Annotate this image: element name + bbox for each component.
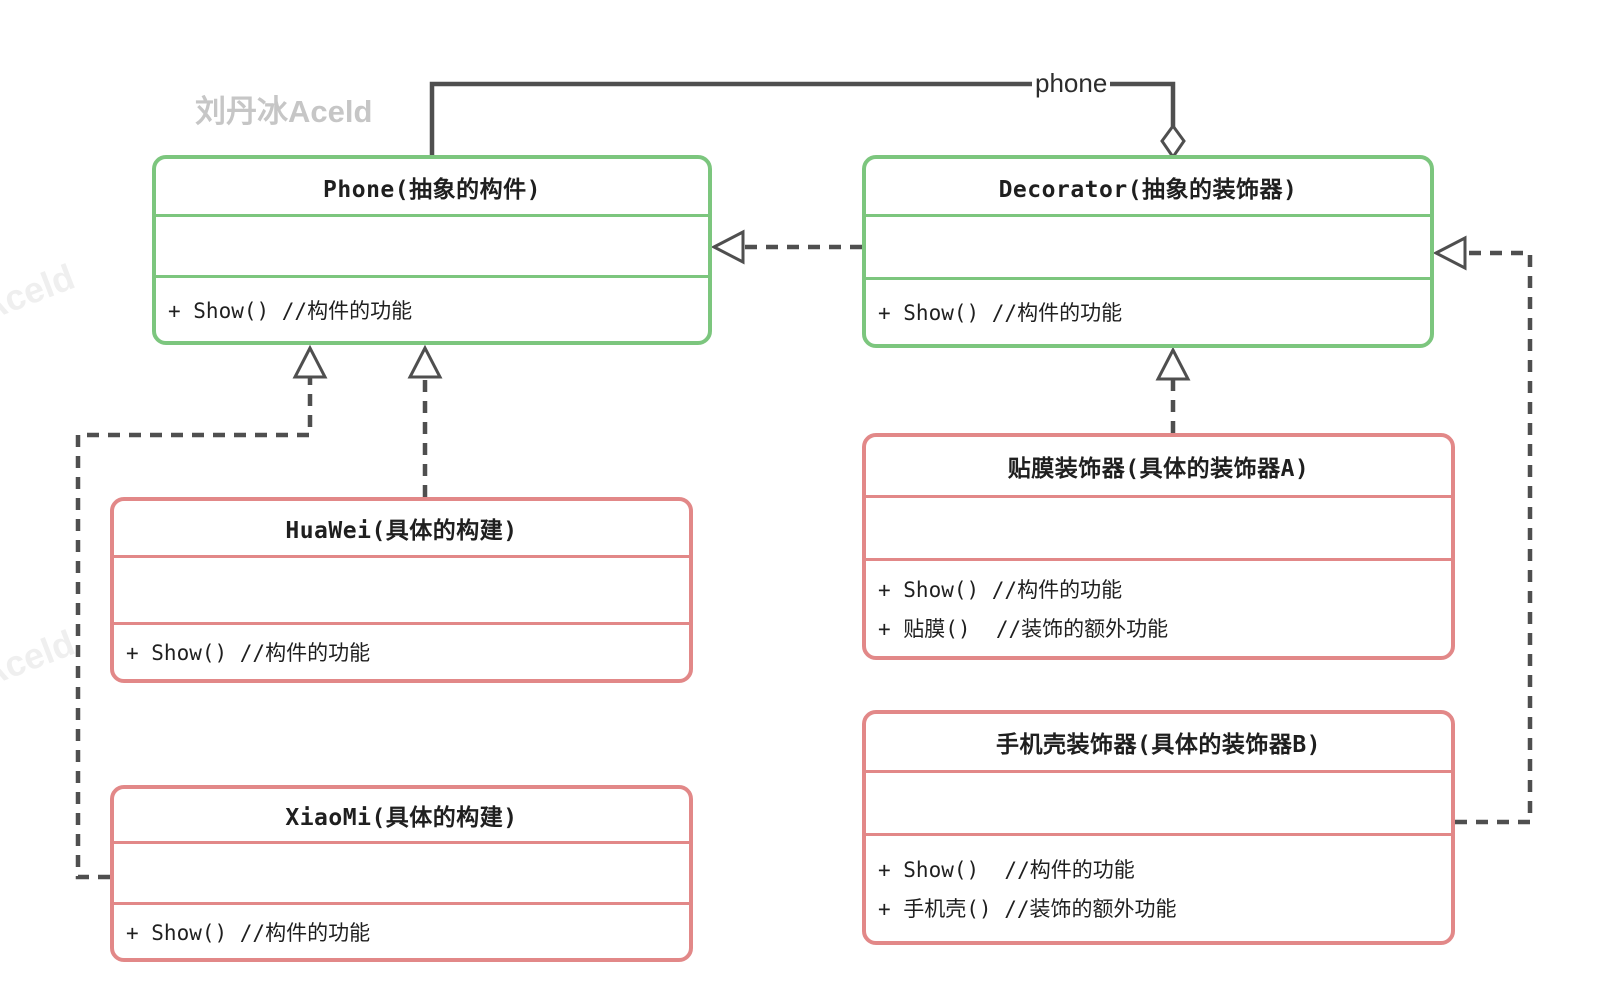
class-phone-method-show: + Show() //构件的功能 [168, 298, 413, 323]
class-xiaomi-methods: + Show() //构件的功能 [114, 905, 689, 958]
association-label-phone: phone [1032, 70, 1111, 96]
realization-arrowhead-film-decorator [1155, 346, 1191, 381]
class-film-decorator-methods: + Show() //构件的功能 + 贴膜() //装饰的额外功能 [866, 561, 1451, 656]
class-phone-attributes [156, 214, 708, 278]
class-case-decorator-method-case: + 手机壳() //装饰的额外功能 [878, 897, 1177, 921]
realization-line-case-decorator [1455, 250, 1533, 825]
class-decorator-methods: + Show() //构件的功能 [866, 280, 1430, 344]
class-huawei: HuaWei(具体的构建) + Show() //构件的功能 [110, 497, 693, 683]
class-phone: Phone(抽象的构件) + Show() //构件的功能 [152, 155, 712, 345]
class-xiaomi: XiaoMi(具体的构建) + Show() //构件的功能 [110, 785, 693, 962]
class-film-decorator-method-film: + 贴膜() //装饰的额外功能 [878, 617, 1169, 641]
class-film-decorator-title: 贴膜装饰器(具体的装饰器A) [1007, 456, 1310, 482]
class-decorator-method-show: + Show() //构件的功能 [878, 301, 1123, 325]
watermark-author: 刘丹冰Aceld [195, 94, 373, 129]
class-xiaomi-title: XiaoMi(具体的构建) [285, 805, 518, 831]
class-case-decorator-methods: + Show() //构件的功能 + 手机壳() //装饰的额外功能 [866, 836, 1451, 941]
class-xiaomi-attributes [114, 841, 689, 905]
class-huawei-attributes [114, 555, 689, 625]
class-case-decorator-attributes [866, 770, 1451, 836]
realization-arrowhead-case-decorator [1432, 235, 1467, 271]
class-xiaomi-method-show: + Show() //构件的功能 [126, 920, 371, 945]
class-decorator-attributes [866, 214, 1430, 280]
realization-arrowhead-xiaomi-phone [292, 344, 328, 379]
realization-arrowhead-decorator-phone [710, 229, 745, 265]
class-film-decorator: 贴膜装饰器(具体的装饰器A) + Show() //构件的功能 + 贴膜() /… [862, 433, 1455, 660]
realization-line-xiaomi-phone [75, 378, 313, 880]
class-huawei-method-show: + Show() //构件的功能 [126, 641, 371, 665]
aggregation-diamond-icon [1160, 123, 1186, 160]
class-phone-title: Phone(抽象的构件) [323, 176, 541, 203]
class-case-decorator-method-show: + Show() //构件的功能 [878, 858, 1135, 882]
class-film-decorator-attributes [866, 495, 1451, 561]
class-film-decorator-method-show: + Show() //构件的功能 [878, 578, 1123, 602]
class-decorator-title: Decorator(抽象的装饰器) [998, 176, 1298, 203]
class-decorator: Decorator(抽象的装饰器) + Show() //构件的功能 [862, 155, 1434, 348]
aggregation-line-phone [429, 81, 1176, 155]
class-case-decorator-title: 手机壳装饰器(具体的装饰器B) [995, 732, 1322, 758]
class-huawei-methods: + Show() //构件的功能 [114, 625, 689, 679]
class-case-decorator: 手机壳装饰器(具体的装饰器B) + Show() //构件的功能 + 手机壳()… [862, 710, 1455, 945]
class-phone-methods: + Show() //构件的功能 [156, 278, 708, 341]
realization-arrowhead-huawei-phone [407, 344, 443, 379]
class-huawei-title: HuaWei(具体的构建) [285, 518, 518, 544]
